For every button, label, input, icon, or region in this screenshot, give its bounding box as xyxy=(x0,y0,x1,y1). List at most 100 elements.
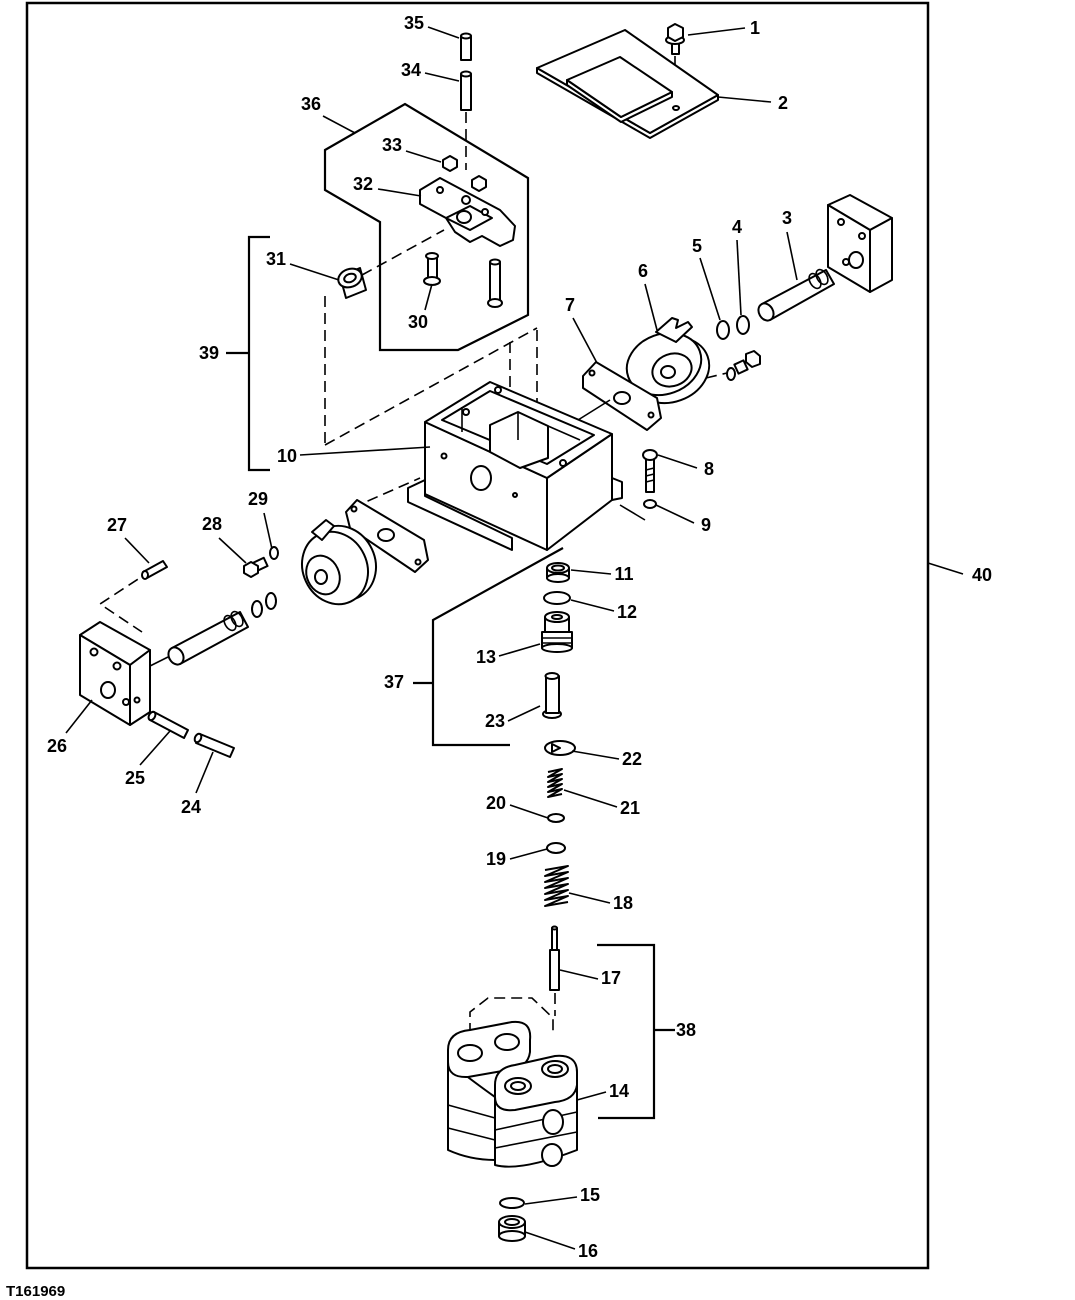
leader-lines-shape xyxy=(563,789,618,808)
leader-lines xyxy=(65,26,964,1250)
left-shaft xyxy=(167,610,249,666)
leader-lines-shape xyxy=(524,1231,576,1250)
part-17-plunger-shape xyxy=(551,925,558,931)
callout-35: 35 xyxy=(404,13,424,33)
callout-labels: 1 2 3 4 5 6 7 8 9 10 11 12 13 14 15 16 1… xyxy=(47,13,992,1261)
left-shaft-shape xyxy=(167,646,185,666)
part-27-pin-shape xyxy=(141,570,149,580)
callout-12: 12 xyxy=(617,602,637,622)
part-3-end-block-shape xyxy=(848,251,864,269)
part-14-valve-body-shape xyxy=(542,1109,564,1135)
leader-lines-shape xyxy=(524,1196,578,1205)
leader-lines-shape xyxy=(657,454,698,469)
part-3-end-block-shape xyxy=(858,232,866,240)
leader-lines-shape xyxy=(572,317,598,364)
leader-lines-shape xyxy=(687,27,746,36)
part-7-gasket-shape xyxy=(647,411,655,419)
part-20-washer xyxy=(547,813,565,823)
part-35-tube xyxy=(460,32,472,61)
leader-lines-shape xyxy=(699,257,721,321)
assembly-centerlines-shape xyxy=(361,229,445,276)
left-gasket-shape xyxy=(350,505,358,513)
part-10-housing-shape xyxy=(440,452,448,460)
part-24-pin-shape xyxy=(193,732,203,744)
part-13-sleeve-shape xyxy=(551,614,563,620)
callout-8: 8 xyxy=(704,459,714,479)
bracket-38-shape xyxy=(597,943,656,1120)
leader-lines-shape xyxy=(405,150,442,163)
part-21-spring xyxy=(547,768,563,798)
leader-lines-shape xyxy=(570,569,612,575)
part-26-end-block-shape xyxy=(100,681,116,699)
leader-lines-shape xyxy=(424,283,433,311)
left-gear-cover-shape xyxy=(314,569,328,585)
leader-lines-shape xyxy=(124,537,150,564)
callout-22: 22 xyxy=(622,749,642,769)
part-9-align-line xyxy=(619,504,646,521)
callout-28: 28 xyxy=(202,514,222,534)
part-30-bolt-2-shape xyxy=(489,261,501,301)
leader-lines-shape xyxy=(377,188,422,197)
part-34-tube-shape xyxy=(460,70,472,78)
part-30-bolt-2-shape xyxy=(487,298,503,308)
part-10-housing-shape xyxy=(494,386,502,394)
part-10-housing-shape xyxy=(547,425,581,441)
part-2-cover-plate xyxy=(536,29,719,139)
part-2-cover-plate-shape xyxy=(672,105,680,111)
part-6-gear-cover-shape xyxy=(660,365,676,379)
part-13-sleeve xyxy=(541,611,573,653)
part-31-bushing-shape xyxy=(343,272,357,284)
part-32-bracket-shape xyxy=(481,208,489,216)
leader-lines-shape xyxy=(568,892,611,904)
part-32-bracket xyxy=(419,177,516,247)
part-26-end-block-shape xyxy=(129,649,151,726)
callout-2: 2 xyxy=(778,93,788,113)
callout-40: 40 xyxy=(972,565,992,585)
part-22-washer-shape xyxy=(551,743,561,753)
leader-lines-shape xyxy=(299,446,431,456)
leader-lines-shape xyxy=(507,705,541,722)
left-gear-cover xyxy=(301,519,377,606)
part-10-housing-shape xyxy=(559,459,567,467)
callout-29: 29 xyxy=(248,489,268,509)
leader-lines-shape xyxy=(655,504,695,524)
part-3-shaft-shape xyxy=(808,272,822,290)
leader-lines-shape xyxy=(736,239,742,316)
callout-7: 7 xyxy=(565,295,575,315)
part-8-bolt-shape xyxy=(645,473,655,477)
callout-24: 24 xyxy=(181,797,201,817)
callout-14: 14 xyxy=(609,1081,629,1101)
part-4-o-ring xyxy=(736,315,750,335)
part-11-cup-shape xyxy=(551,564,565,572)
assembly-centerlines-shape xyxy=(98,569,153,633)
part-3-shaft-shape xyxy=(815,268,829,286)
part-30-bolt xyxy=(423,252,441,286)
part-32-bracket-shape xyxy=(456,210,472,224)
left-shaft-align-line xyxy=(149,656,169,667)
callout-25: 25 xyxy=(125,768,145,788)
left-o-ring-2 xyxy=(265,592,277,610)
part-17-plunger xyxy=(549,925,560,991)
part-14-valve-body-shape xyxy=(541,1143,563,1167)
part-26-end-block-shape xyxy=(112,661,122,671)
part-3-end-block-shape xyxy=(837,218,845,226)
part-24-pin xyxy=(193,732,235,758)
part-7-gasket-shape xyxy=(613,391,631,405)
part-6-bolt-washer-shape xyxy=(745,350,761,368)
part-9-washer xyxy=(643,499,657,509)
bracket-39 xyxy=(226,235,270,472)
callout-5: 5 xyxy=(692,236,702,256)
part-33-stud-end xyxy=(461,195,471,205)
leader-lines-shape xyxy=(427,26,460,39)
leader-lines-shape xyxy=(195,751,214,794)
assembly-centerlines-shape xyxy=(324,327,538,446)
callout-36: 36 xyxy=(301,94,321,114)
part-3-shaft xyxy=(757,268,835,322)
part-30-bolt-shape xyxy=(425,252,439,260)
callout-27: 27 xyxy=(107,515,127,535)
bracket-39-shape xyxy=(247,235,270,472)
leader-lines-shape xyxy=(424,72,460,82)
part-34-tube-shape xyxy=(460,73,472,111)
part-17-plunger-shape xyxy=(551,927,558,951)
